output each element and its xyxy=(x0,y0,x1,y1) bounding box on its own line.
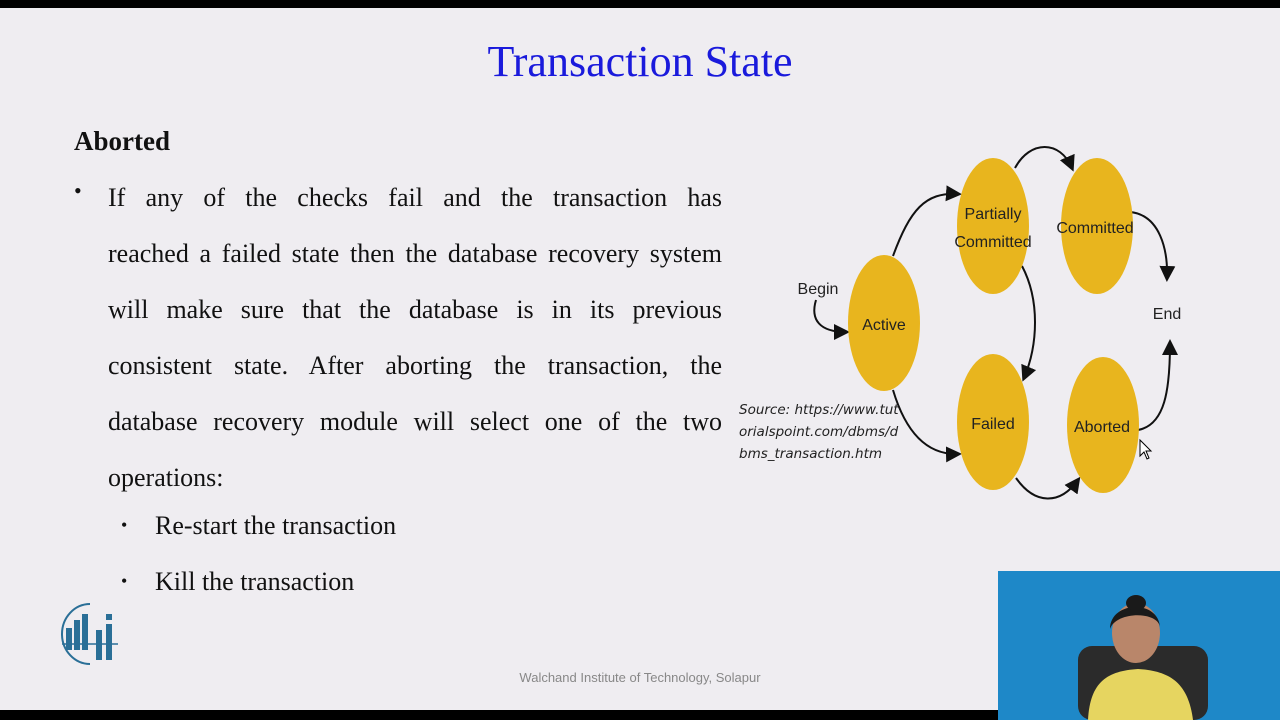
arrow-active-partial xyxy=(892,185,962,257)
state-aborted xyxy=(1067,357,1139,493)
slide: Transaction State Aborted • If any of th… xyxy=(0,8,1280,710)
arrow-partial-failed xyxy=(1021,265,1037,382)
state-active xyxy=(848,255,920,391)
institute-logo xyxy=(61,603,118,665)
aborted-label: Aborted xyxy=(1074,419,1130,436)
bullet-icon: • xyxy=(121,515,128,535)
arrow-aborted-end xyxy=(1137,339,1178,431)
arrow-active-failed xyxy=(892,389,962,463)
body-paragraph: If any of the checks fail and the transa… xyxy=(108,183,722,492)
state-partially-committed xyxy=(957,158,1029,294)
active-label: Active xyxy=(862,317,906,334)
arrow-partial-committed xyxy=(1014,146,1075,172)
end-label: End xyxy=(1153,306,1181,323)
begin-label: Begin xyxy=(798,281,839,298)
sub-bullet-kill: Kill the transaction xyxy=(155,567,355,596)
mouse-cursor-icon xyxy=(1139,438,1153,460)
section-heading: Aborted xyxy=(74,126,170,156)
partially-label: Partially xyxy=(965,206,1022,223)
committed-label: Committed xyxy=(1056,220,1133,237)
state-failed xyxy=(957,354,1029,490)
webcam-video xyxy=(998,571,1280,720)
state-committed xyxy=(1061,158,1133,294)
arrow-begin-active xyxy=(813,299,850,340)
presenter-figure xyxy=(1078,595,1208,720)
sub-bullet-restart: Re-start the transaction xyxy=(155,511,397,540)
partially-committed-label: Committed xyxy=(954,234,1031,251)
footer-text: Walchand Institute of Technology, Solapu… xyxy=(519,670,761,685)
source-citation: Source: https://www.tutorialspoint.com/d… xyxy=(739,402,899,462)
arrow-failed-aborted xyxy=(1015,476,1081,500)
bullet-icon: • xyxy=(74,178,82,203)
failed-label: Failed xyxy=(971,416,1015,433)
slide-title: Transaction State xyxy=(487,37,793,86)
bullet-icon: • xyxy=(121,571,128,591)
arrow-committed-end xyxy=(1129,211,1176,282)
